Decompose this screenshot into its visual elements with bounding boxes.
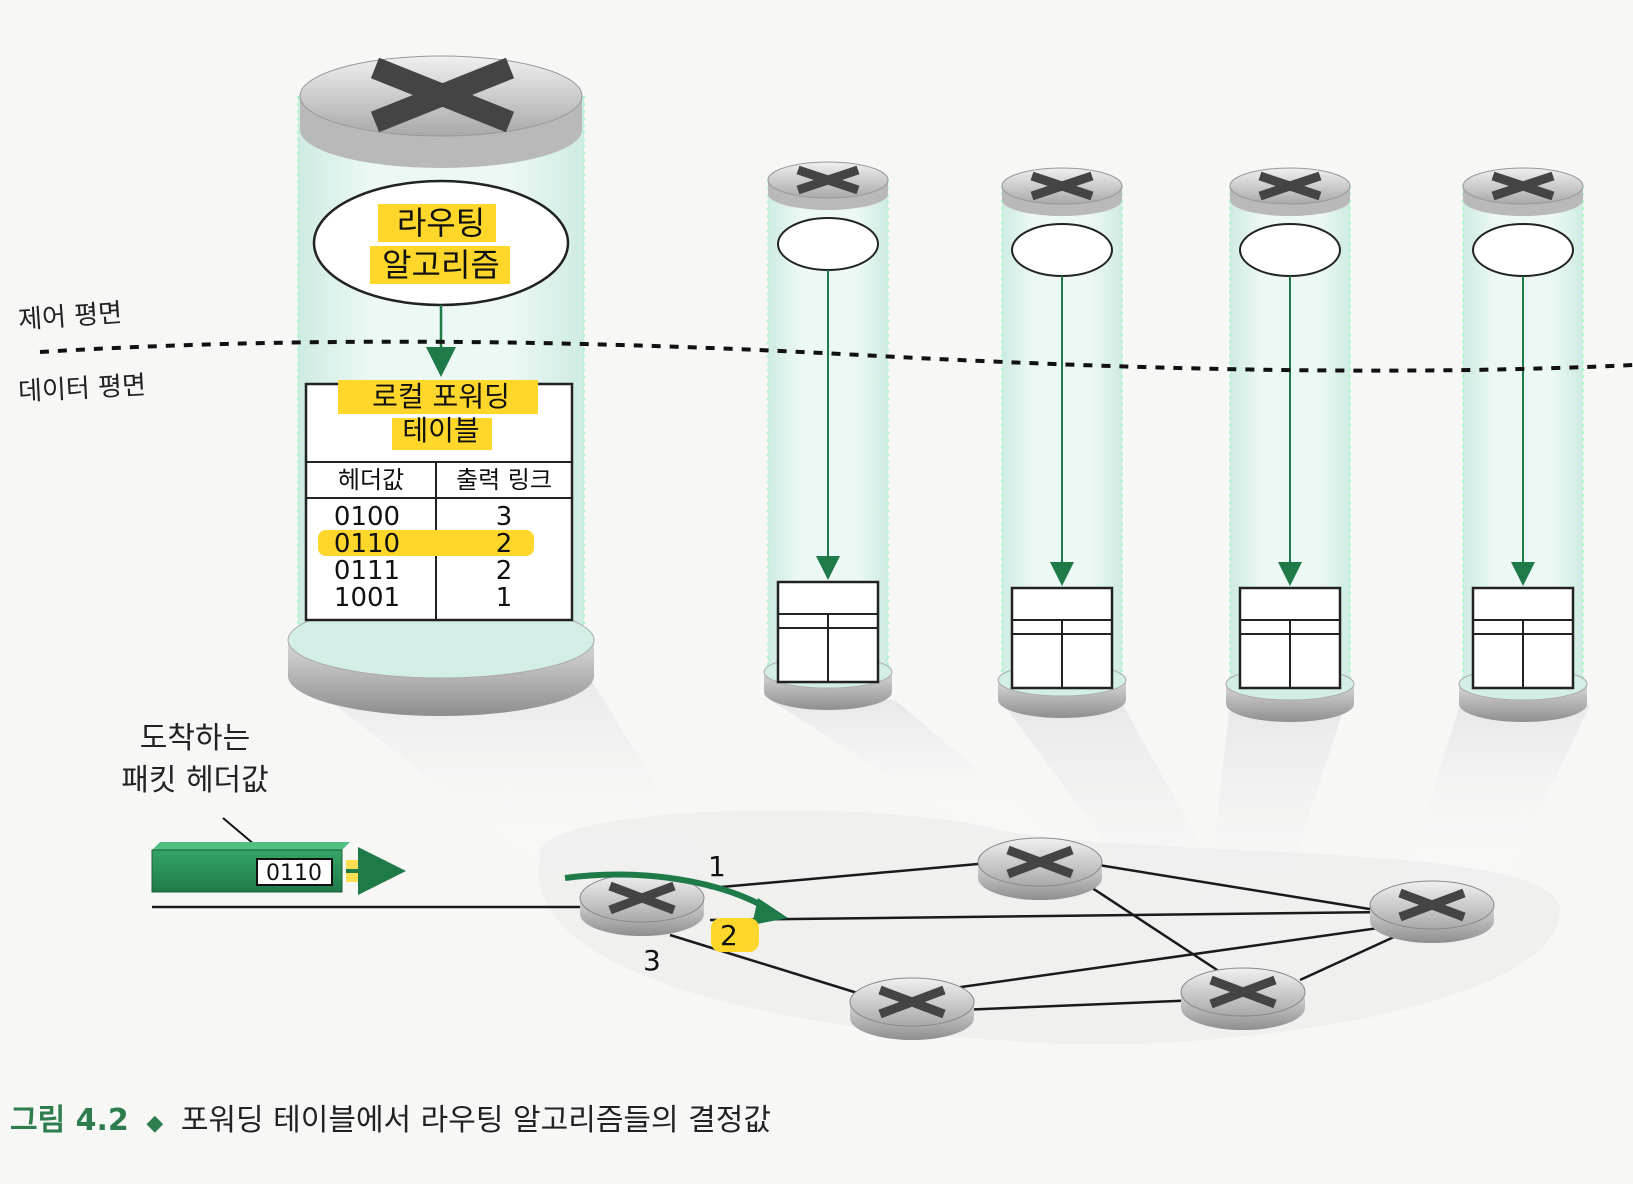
router-x-icon	[1258, 171, 1322, 201]
forwarding-path-arrow	[564, 871, 772, 913]
router-cylinder	[997, 167, 1127, 718]
control-plane-label: 제어 평면	[17, 298, 124, 336]
port-label: 1	[708, 850, 726, 883]
router-x-icon	[1398, 888, 1466, 922]
router-x-icon	[370, 57, 515, 133]
router-right	[1369, 880, 1495, 943]
figure-caption: 그림 4.2 ◆ 포워딩 테이블에서 라우팅 알고리즘들의 결정값	[10, 1095, 771, 1139]
table-row-link: 2	[496, 556, 513, 586]
table-title-line1: 로컬 포워딩	[372, 380, 510, 413]
port-label: 2	[720, 919, 738, 952]
router-bottom-left	[849, 977, 975, 1040]
network-routers	[579, 837, 1495, 1040]
main-router-cylinder: 라우팅 알고리즘 로컬 포워딩 테이블 헤더값 출력 링크 0100 3 011…	[287, 55, 595, 716]
arriving-packet-label-line2: 패킷 헤더값	[121, 763, 269, 798]
column-output-link: 출력 링크	[456, 466, 552, 494]
table-row-header: 0110	[334, 529, 400, 559]
arriving-packet-label-line1: 도착하는	[139, 721, 251, 756]
small-router-cylinders	[763, 161, 1588, 722]
router-x-icon	[1030, 171, 1094, 201]
routing-algorithm-label-line1: 라우팅	[397, 204, 485, 242]
router-x-icon	[1006, 845, 1074, 879]
data-plane-label: 데이터 평면	[17, 370, 147, 408]
local-forwarding-table: 로컬 포워딩 테이블 헤더값 출력 링크 0100 3 0110 2 0111 …	[304, 380, 574, 622]
figure-number: 그림 4.2	[10, 1103, 129, 1138]
table-row-header: 1001	[334, 583, 400, 613]
router-cylinder	[1458, 167, 1588, 722]
router-x-icon	[878, 985, 946, 1019]
routing-algorithm-ellipse	[312, 179, 570, 307]
router-x-icon	[608, 881, 676, 915]
table-row-link: 1	[496, 583, 513, 613]
caption-text: 포워딩 테이블에서 라우팅 알고리즘들의 결정값	[180, 1103, 771, 1138]
router-x-icon	[1491, 171, 1555, 201]
router-x-icon	[796, 165, 860, 195]
table-row-link: 2	[496, 529, 513, 559]
arriving-packet: 0110	[151, 817, 406, 895]
router-top	[977, 837, 1103, 900]
router-cylinder	[1225, 167, 1355, 722]
network: 1 2 3	[152, 810, 1560, 1045]
router-cylinder	[763, 161, 893, 710]
table-row-header: 0100	[334, 502, 400, 532]
router-forwarding	[579, 873, 705, 936]
router-bottom-right	[1180, 967, 1306, 1030]
plane-divider	[39, 339, 1633, 373]
column-header: 헤더값	[338, 466, 404, 494]
router-x-icon	[1209, 975, 1277, 1009]
packet-header-value: 0110	[266, 861, 322, 886]
table-row-header: 0111	[334, 556, 400, 586]
port-label: 3	[643, 944, 661, 977]
routing-algorithm-label-line2: 알고리즘	[382, 246, 500, 284]
arriving-packet-label: 도착하는 패킷 헤더값	[95, 718, 295, 802]
caption-bullet: ◆	[146, 1111, 164, 1136]
table-title-line2: 테이블	[402, 414, 479, 447]
table-row-link: 3	[496, 502, 513, 532]
